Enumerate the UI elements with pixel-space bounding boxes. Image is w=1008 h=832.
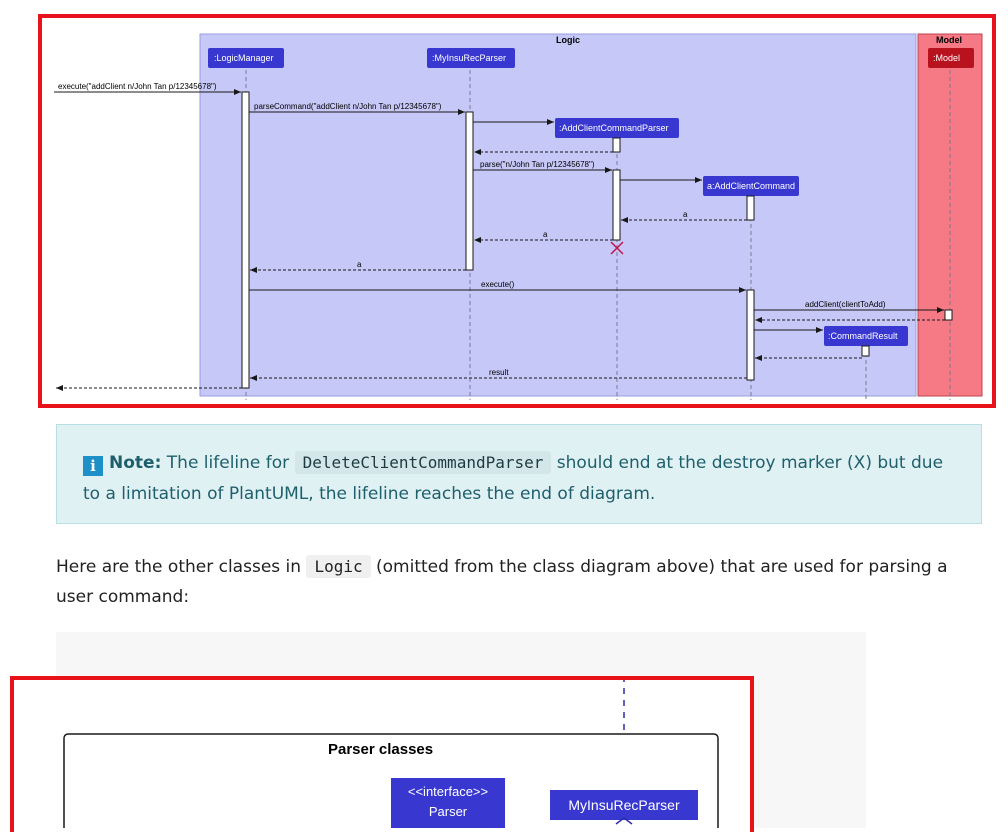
svg-text::LogicManager: :LogicManager (214, 53, 274, 63)
activation-bars (241, 91, 953, 389)
paragraph: Here are the other classes in Logic (omi… (56, 552, 986, 612)
label-parse-command: parseCommand("addClient n/John Tan p/123… (254, 102, 442, 111)
note-code: DeleteClientCommandParser (294, 451, 552, 474)
paragraph-text-before: Here are the other classes in (56, 557, 302, 577)
participant-command-result: :CommandResult (824, 326, 908, 346)
label-result: result (489, 368, 509, 377)
logic-box (199, 33, 917, 397)
package-title: Parser classes (328, 741, 433, 758)
svg-text:a:AddClientCommand: a:AddClientCommand (707, 181, 795, 191)
svg-text::MyInsuRecParser: :MyInsuRecParser (432, 53, 506, 63)
label-return-a-1: a (683, 210, 688, 219)
highlight-frame (38, 14, 996, 408)
svg-text::CommandResult: :CommandResult (828, 331, 898, 341)
class-diagram: Parser classes <<interface>> Parser MyIn… (10, 676, 754, 832)
svg-text:MyInsuRecParser: MyInsuRecParser (568, 797, 680, 813)
participant-logic-manager: :LogicManager (208, 48, 284, 68)
note-text-before: The lifeline for (166, 453, 290, 473)
label-parse: parse("n/John Tan p/12345678") (480, 160, 595, 169)
info-icon: i (83, 456, 103, 476)
interface-parser: <<interface>> Parser (391, 778, 505, 828)
svg-text::AddClientCommandParser: :AddClientCommandParser (559, 123, 669, 133)
svg-text:<<interface>>: <<interface>> (408, 784, 488, 799)
highlight-frame-2 (10, 676, 754, 832)
svg-text::Model: :Model (933, 53, 960, 63)
note-text-after: should end at the destroy marker (X) but… (83, 453, 944, 504)
participant-model: :Model (928, 48, 974, 68)
note-callout: i Note: The lifeline for DeleteClientComm… (56, 424, 982, 524)
destroy-marker-icon (610, 241, 624, 255)
label-return-a-2: a (543, 230, 548, 239)
paragraph-text-after: (omitted from the class diagram above) t… (56, 557, 948, 607)
paragraph-code: Logic (306, 555, 371, 578)
sequence-diagram: Logic Model :LogicManager :MyInsuRecPars… (38, 14, 996, 408)
participant-add-client-command: a:AddClientCommand (703, 176, 799, 196)
model-box-title: Model (936, 35, 962, 45)
label-execute: execute() (481, 280, 515, 289)
association-arrow-icon (615, 817, 633, 825)
svg-text:Parser: Parser (429, 804, 468, 819)
label-execute-call: execute("addClient n/John Tan p/12345678… (58, 82, 217, 91)
participant-myinsurec-parser: :MyInsuRecParser (427, 48, 515, 68)
label-return-a-3: a (357, 260, 362, 269)
class-myinsurec-parser: MyInsuRecParser (550, 790, 698, 820)
label-add-client: addClient(clientToAdd) (805, 300, 886, 309)
participant-add-client-command-parser: :AddClientCommandParser (555, 118, 679, 138)
note-label: Note: (109, 453, 162, 473)
logic-box-title: Logic (556, 35, 580, 45)
